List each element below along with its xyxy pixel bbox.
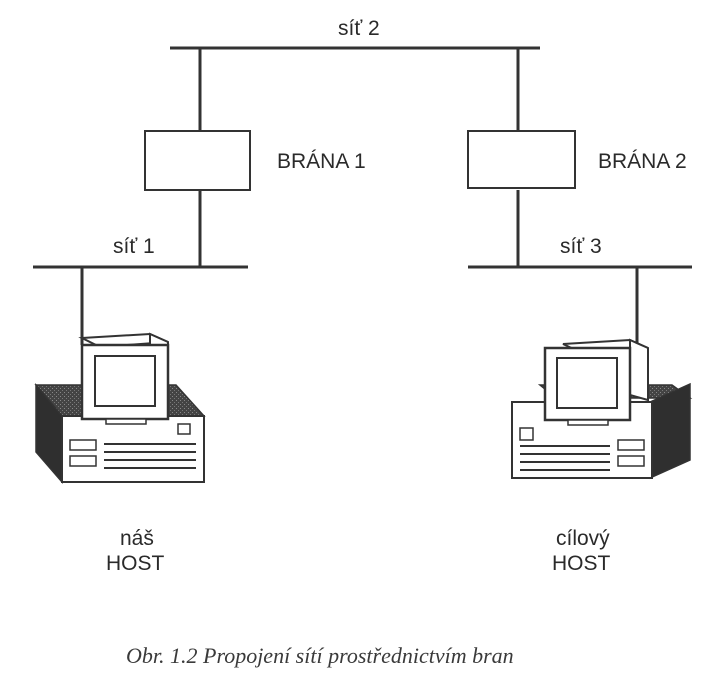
- gateway-1-box: [144, 130, 251, 191]
- gateway-1-label: BRÁNA 1: [277, 150, 366, 173]
- gateway-2-label: BRÁNA 2: [598, 150, 687, 173]
- figure-caption: Obr. 1.2 Propojení sítí prostřednictvím …: [126, 643, 514, 668]
- host-left-label-line2: HOST: [106, 552, 165, 575]
- network-3-label: síť 3: [560, 235, 602, 258]
- host-right-computer-icon: [511, 338, 693, 480]
- host-right-label-line1: cílový: [556, 527, 610, 550]
- gateway-2-box: [467, 130, 576, 189]
- host-right-label-line2: HOST: [552, 552, 611, 575]
- network-2-label: síť 2: [338, 17, 380, 40]
- host-left-label-line1: náš: [120, 527, 154, 550]
- host-left-computer-icon: [34, 332, 206, 485]
- network-1-label: síť 1: [113, 235, 155, 258]
